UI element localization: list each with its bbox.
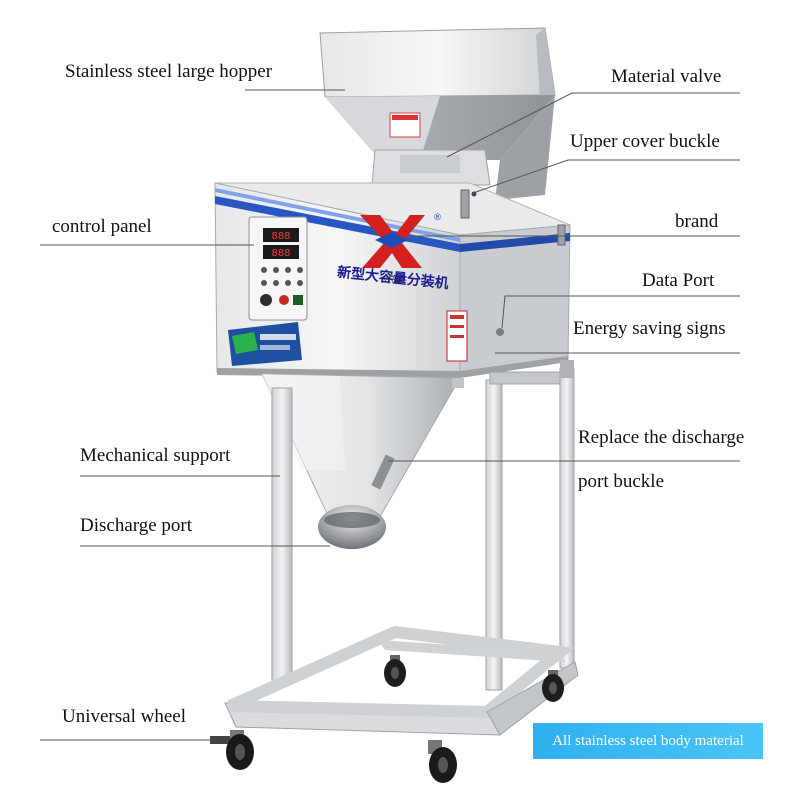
data-port [496, 328, 504, 336]
top-hopper [319, 27, 556, 200]
leader-upper-cover-buckle [472, 159, 740, 194]
material-valve [371, 149, 491, 186]
material-badge: All stainless steel body material [533, 723, 763, 759]
label-discharge-buckle-line1: Replace the discharge [578, 427, 745, 448]
label-data-port: Data Port [642, 270, 715, 291]
discharge-buckle [371, 454, 395, 490]
label-hopper: Stainless steel large hopper [65, 61, 273, 82]
material-badge-text: All stainless steel body material [552, 733, 744, 749]
display-bottom-value: 888 [271, 248, 290, 259]
svg-text:®: ® [433, 213, 442, 223]
control-panel: 888 888 [248, 216, 308, 321]
label-control-panel: control panel [52, 216, 152, 237]
label-mechanical-support: Mechanical support [80, 445, 231, 466]
label-energy-saving: Energy saving signs [573, 318, 726, 339]
label-discharge-port: Discharge port [80, 515, 193, 536]
leader-material-valve [446, 92, 740, 158]
side-label [446, 310, 468, 362]
upper-cover-buckle [460, 189, 566, 246]
leader-lines [40, 89, 740, 741]
display-top [263, 228, 299, 242]
label-universal-wheel: Universal wheel [62, 706, 186, 727]
mechanical-support-frame [224, 360, 579, 736]
universal-wheels [210, 655, 564, 783]
display-top-value: 888 [271, 231, 290, 242]
display-bottom [263, 245, 299, 259]
brand-logo-text: 兴福达 [383, 274, 407, 284]
label-upper-cover-buckle: Upper cover buckle [570, 131, 720, 152]
label-discharge-buckle-line2: port buckle [578, 471, 665, 492]
brand-logo: 兴福达 ® [360, 213, 442, 284]
discharge-port [318, 505, 386, 549]
leader-data-port [501, 295, 740, 329]
label-material-valve: Material valve [611, 66, 722, 87]
label-brand: brand [675, 211, 719, 232]
energy-saving-sticker [228, 322, 302, 366]
